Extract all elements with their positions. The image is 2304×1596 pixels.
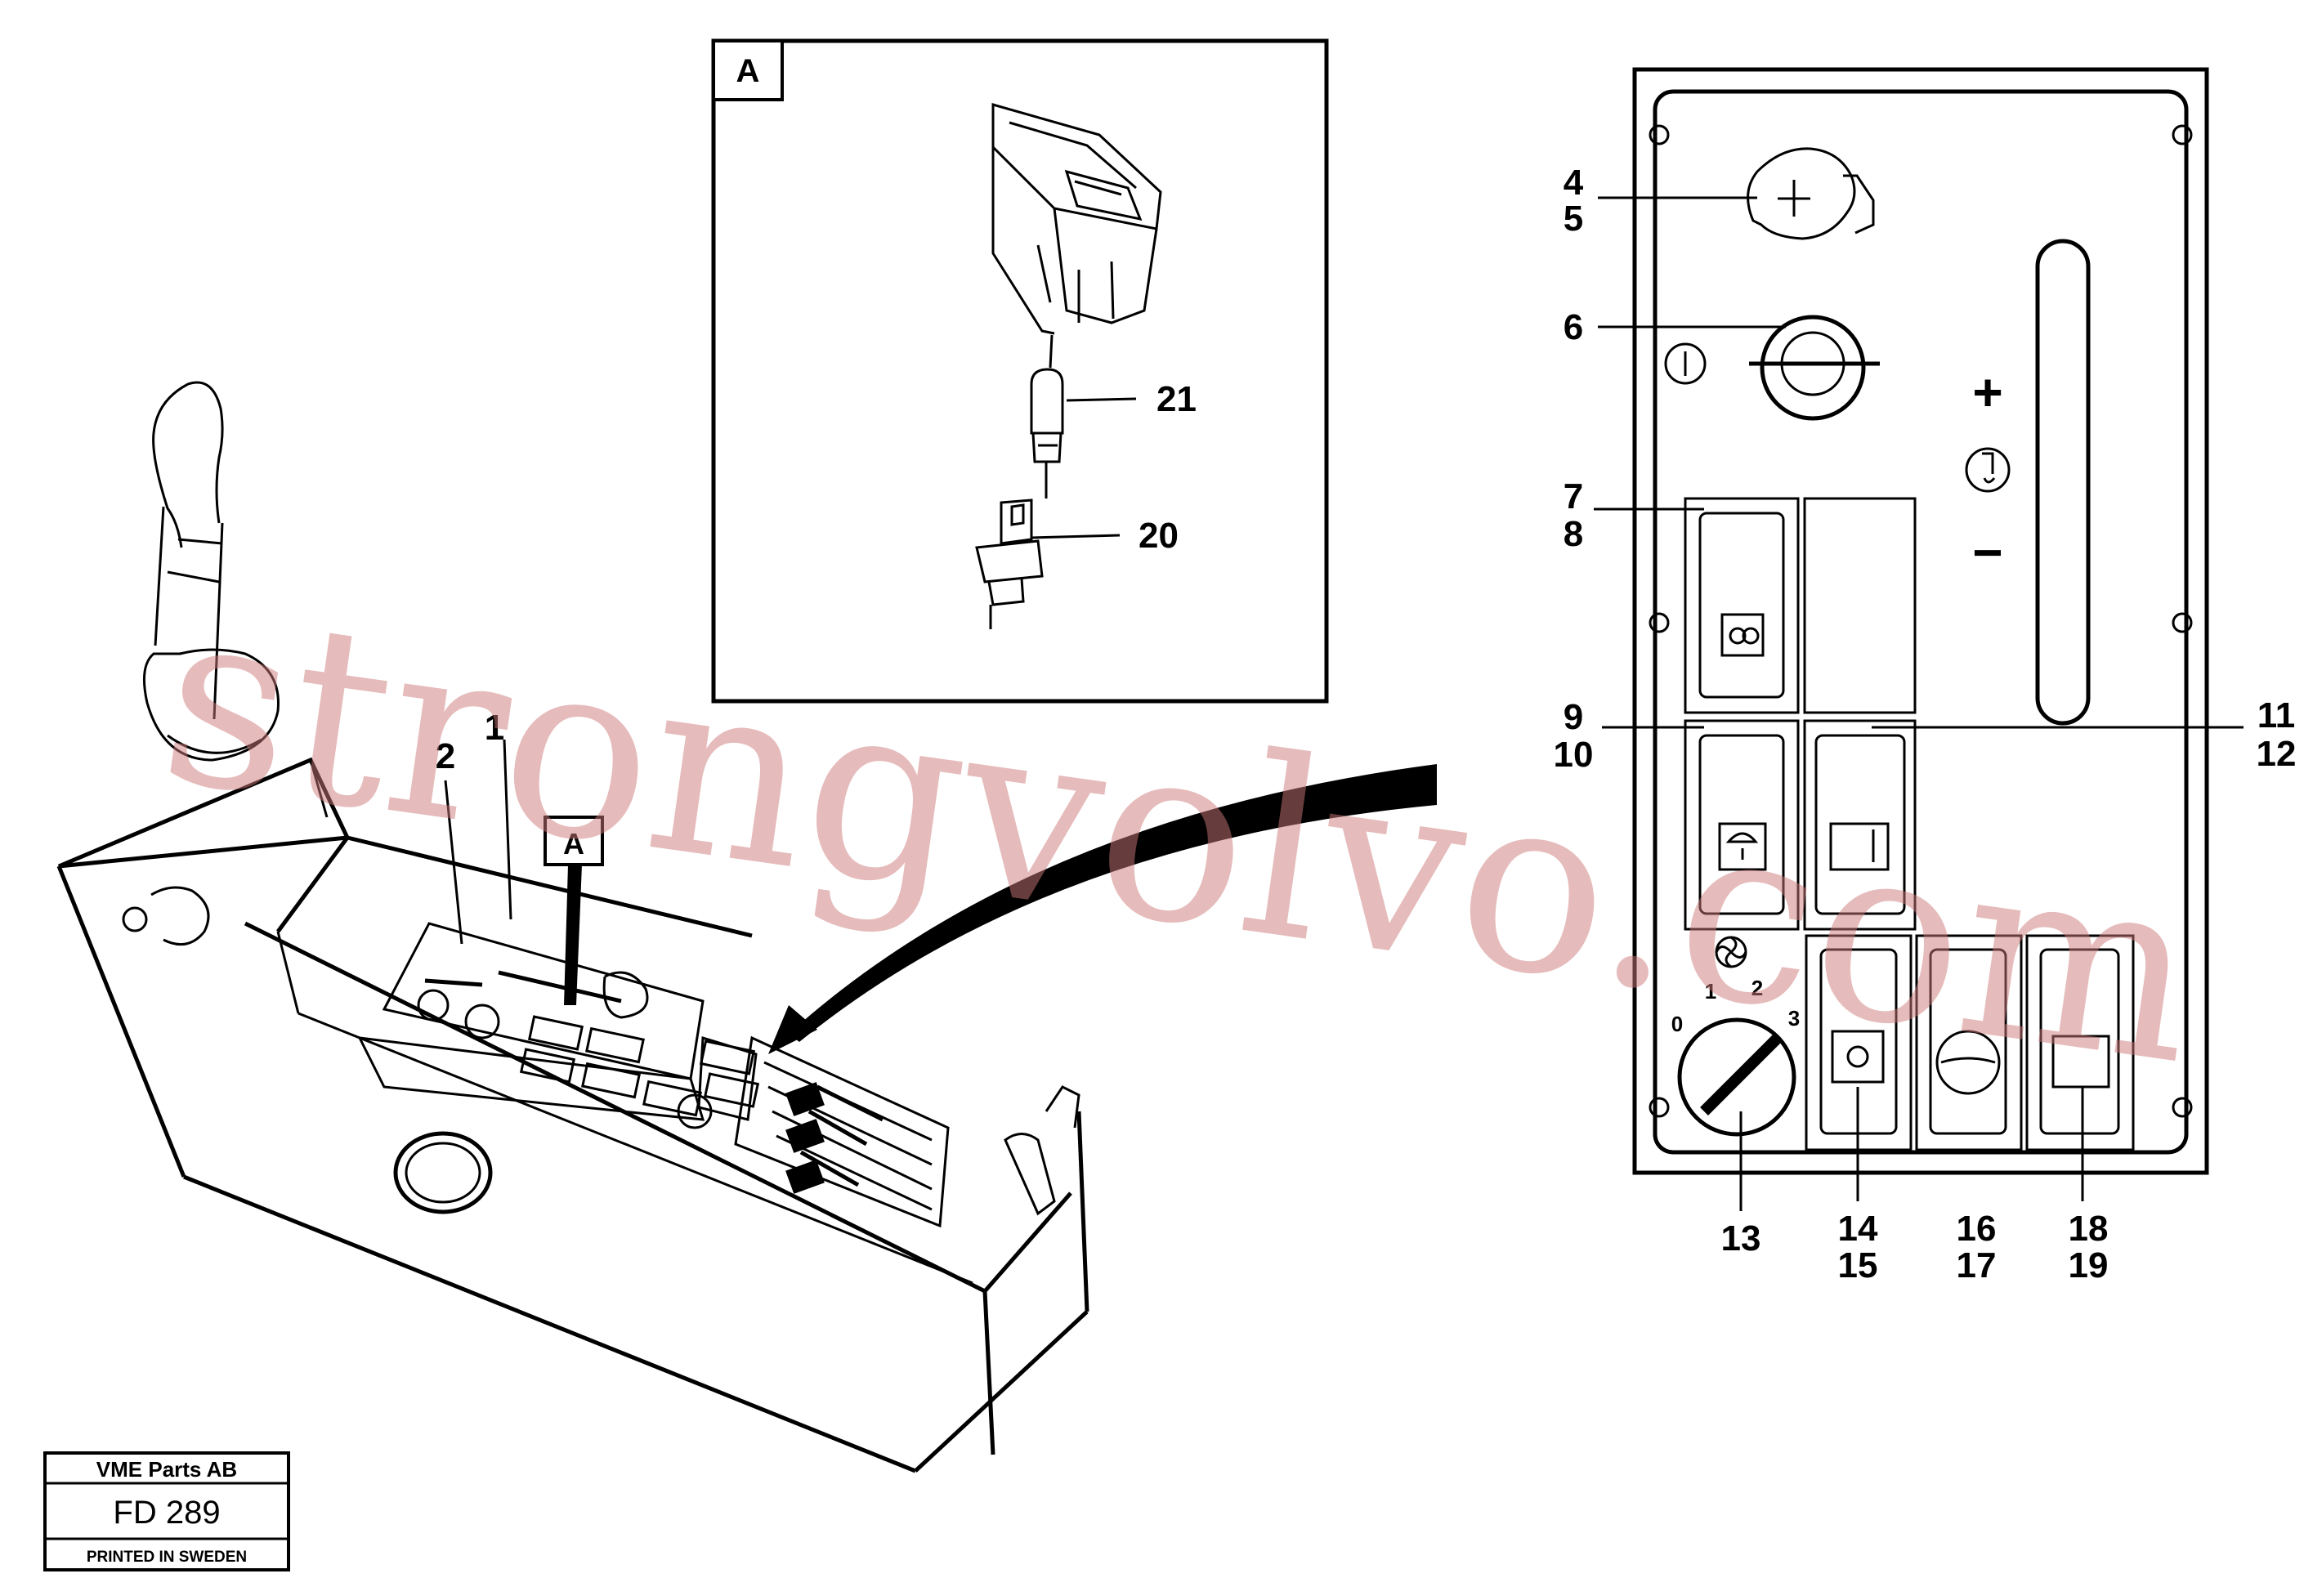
detail-a-inset: A 21 xyxy=(711,38,1329,704)
plus-sign: + xyxy=(1972,363,2002,422)
rocker-switch-drawing xyxy=(991,103,1162,335)
interior-light-icon xyxy=(1718,822,1767,871)
bulb-holder-drawing xyxy=(975,498,1044,629)
reference-arrow xyxy=(768,764,1437,1054)
drawing-number: FD 289 xyxy=(113,1495,220,1531)
callout-21: 21 xyxy=(1156,379,1197,419)
detail-a-label: A xyxy=(736,53,760,89)
callout-15: 15 xyxy=(1838,1245,1878,1285)
cigarette-lighter xyxy=(1747,147,1875,240)
work-light-icon xyxy=(1720,613,1765,657)
callout-9: 9 xyxy=(1564,697,1583,737)
callout-20: 20 xyxy=(1139,516,1179,556)
thermometer-icon xyxy=(1965,447,2011,493)
detail-a-marker: A xyxy=(544,816,604,1005)
detail-a-marker-label: A xyxy=(563,827,584,861)
callout-2: 2 xyxy=(436,736,455,776)
callout-5: 5 xyxy=(1564,199,1583,239)
rear-window-heater-icon xyxy=(1935,1030,2001,1095)
instrument-panel: + − 0 1 2 3 xyxy=(1632,67,2209,1175)
ac-icon xyxy=(1831,1030,1885,1084)
console-drawing xyxy=(56,381,1089,1473)
ignition-key-switch xyxy=(1664,315,1880,421)
svg-text:2: 2 xyxy=(1751,976,1763,1000)
svg-text:3: 3 xyxy=(1788,1006,1800,1030)
callout-16: 16 xyxy=(1957,1209,1997,1249)
joystick-drawing xyxy=(142,381,280,762)
callout-4: 4 xyxy=(1564,163,1584,203)
heater-slider: + − xyxy=(1965,239,2091,726)
callout-10: 10 xyxy=(1554,735,1594,775)
watermark: strongvolvo.com xyxy=(148,552,2213,1120)
bulb-drawing xyxy=(1030,334,1064,498)
company-name: VME Parts AB xyxy=(96,1457,237,1482)
wiper-icon xyxy=(1829,822,1890,871)
title-block: VME Parts AB FD 289 PRINTED IN SWEDEN xyxy=(43,1451,290,1571)
callout-11: 11 xyxy=(2257,695,2296,735)
callout-8: 8 xyxy=(1564,514,1583,554)
seat-heater-icon xyxy=(2051,1035,2110,1089)
svg-text:1: 1 xyxy=(1705,979,1716,1004)
minus-sign: − xyxy=(1972,523,2002,582)
callout-7: 7 xyxy=(1564,476,1583,516)
print-note: PRINTED IN SWEDEN xyxy=(87,1549,247,1566)
callout-17: 17 xyxy=(1957,1245,1997,1285)
callout-19: 19 xyxy=(2069,1245,2109,1285)
callout-12: 12 xyxy=(2257,734,2297,774)
callout-13: 13 xyxy=(1721,1218,1761,1258)
fan-speed-knob: 0 1 2 3 xyxy=(1671,936,1800,1137)
callout-1: 1 xyxy=(485,708,504,748)
callout-6: 6 xyxy=(1564,307,1583,347)
svg-text:0: 0 xyxy=(1671,1012,1683,1036)
callout-14: 14 xyxy=(1838,1209,1878,1249)
callout-18: 18 xyxy=(2069,1209,2109,1249)
